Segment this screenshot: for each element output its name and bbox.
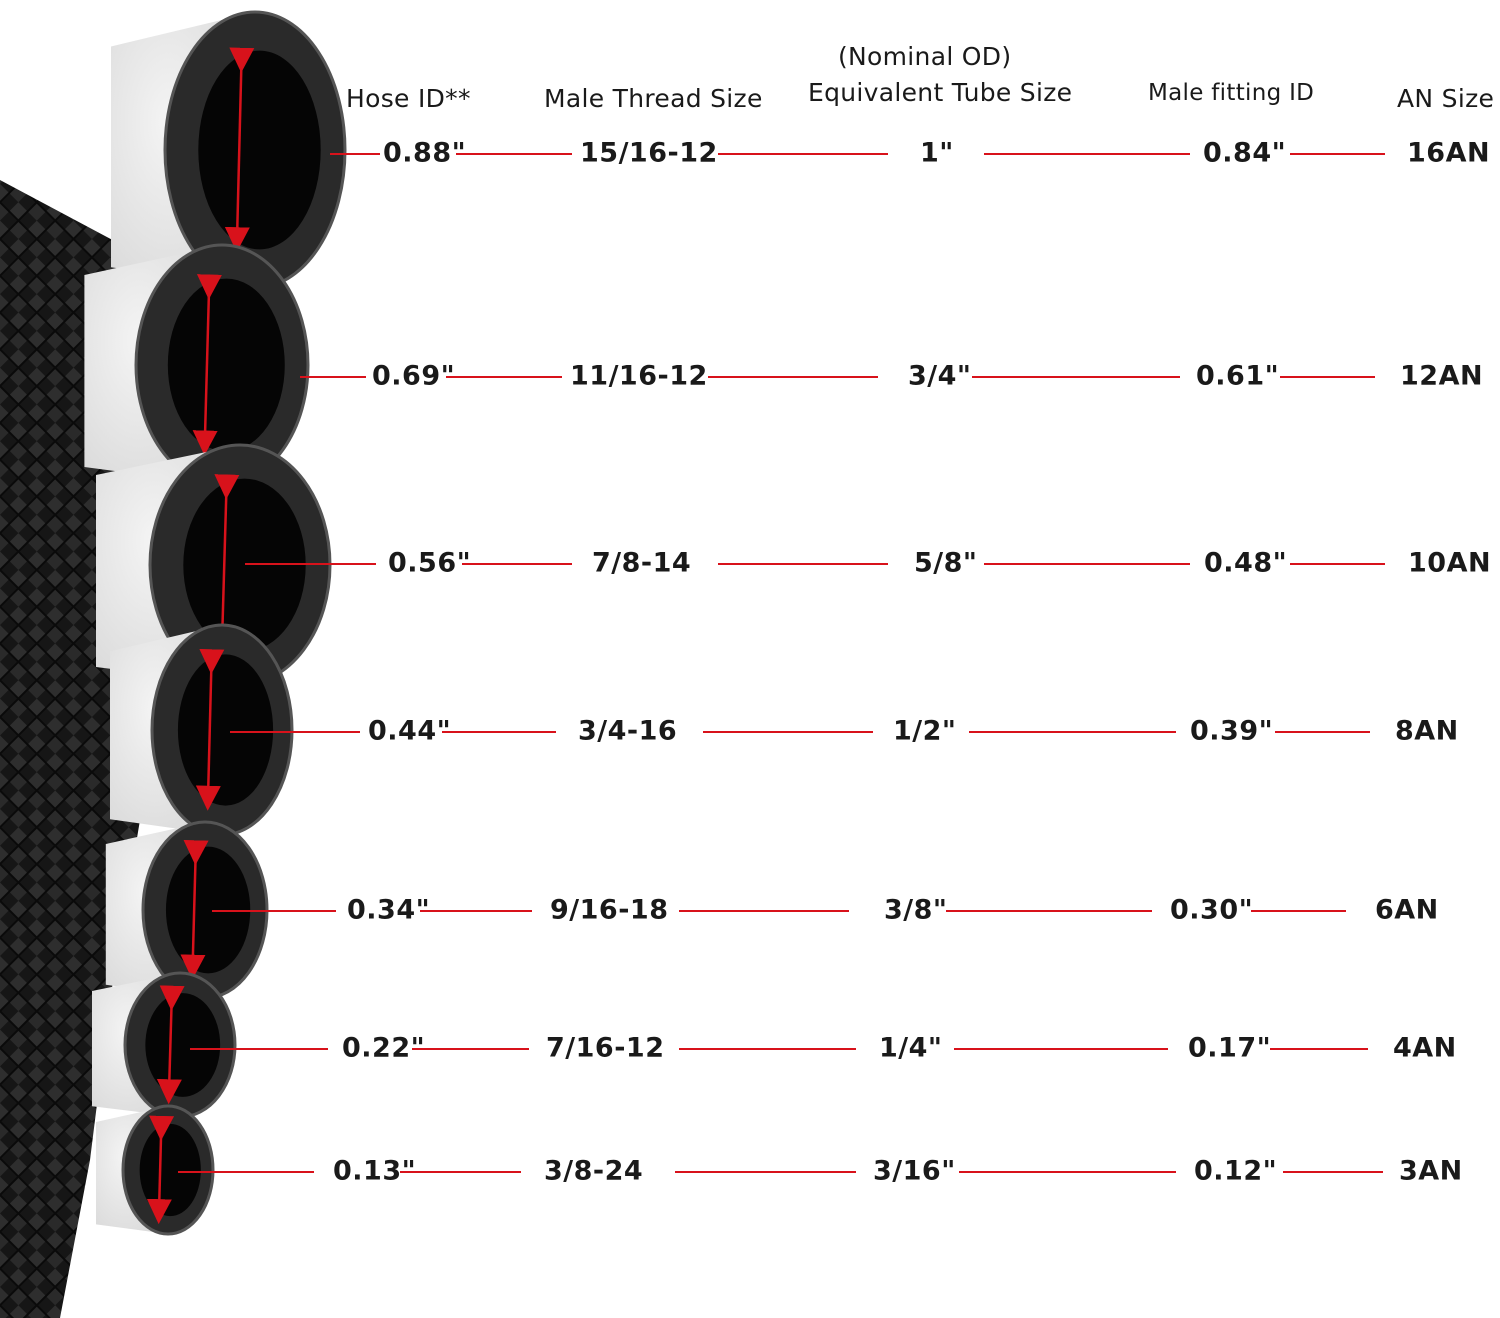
leader-line xyxy=(1290,153,1385,155)
male-thread-value: 7/16-12 xyxy=(546,1032,665,1064)
leader-line xyxy=(984,153,1190,155)
leader-line xyxy=(178,1171,314,1173)
leader-line xyxy=(718,153,888,155)
tube-size-value: 5/8" xyxy=(914,547,978,579)
hose-end xyxy=(105,820,269,1000)
leader-line xyxy=(330,153,380,155)
fitting-id-value: 0.61" xyxy=(1196,360,1280,392)
id-measure-arrow xyxy=(146,1115,175,1225)
leader-line xyxy=(675,1171,856,1173)
fitting-id-value: 0.17" xyxy=(1188,1032,1272,1064)
tube-size-value: 1/4" xyxy=(879,1032,943,1064)
leader-line xyxy=(969,731,1176,733)
hose-bore xyxy=(167,278,285,452)
male-thread-value: 15/16-12 xyxy=(580,137,718,169)
an-size-value: 16AN xyxy=(1407,137,1491,169)
leader-line xyxy=(1270,1048,1368,1050)
leader-line xyxy=(230,731,360,733)
hose-end xyxy=(84,243,310,487)
an-size-value: 6AN xyxy=(1375,894,1439,926)
leader-line xyxy=(1290,563,1385,565)
hose-id-value: 0.56" xyxy=(388,547,472,579)
an-size-value: 3AN xyxy=(1399,1155,1463,1187)
hose-end xyxy=(111,10,347,290)
hose-id-value: 0.44" xyxy=(368,715,452,747)
leader-line xyxy=(946,910,1152,912)
header-nominal-od: (Nominal OD) xyxy=(838,42,1012,71)
header-an-size: AN Size xyxy=(1397,84,1495,113)
tube-size-value: 3/4" xyxy=(908,360,972,392)
leader-line xyxy=(420,910,532,912)
hose-bore xyxy=(198,50,321,250)
leader-line xyxy=(212,910,336,912)
hose-bore xyxy=(145,993,221,1097)
male-thread-value: 11/16-12 xyxy=(570,360,708,392)
tube-size-value: 3/8" xyxy=(884,894,948,926)
male-thread-value: 7/8-14 xyxy=(592,547,692,579)
hose-end xyxy=(92,971,237,1119)
an-size-value: 10AN xyxy=(1408,547,1492,579)
fitting-id-value: 0.48" xyxy=(1204,547,1288,579)
male-thread-value: 3/4-16 xyxy=(578,715,678,747)
leader-line xyxy=(679,1048,856,1050)
leader-line xyxy=(300,376,366,378)
leader-line xyxy=(959,1171,1176,1173)
id-measure-arrow xyxy=(192,274,222,456)
tube-size-value: 1" xyxy=(920,137,954,169)
header-male-fitting-id: Male fitting ID xyxy=(1148,80,1315,106)
an-size-value: 4AN xyxy=(1393,1032,1457,1064)
hose-bore xyxy=(183,478,306,652)
leader-line xyxy=(400,1171,521,1173)
leader-line xyxy=(456,153,572,155)
header-equivalent-tube-size: Equivalent Tube Size xyxy=(808,78,1073,107)
hose-end xyxy=(110,623,294,837)
header-hose-id: Hose ID** xyxy=(346,84,471,113)
leader-line xyxy=(703,731,873,733)
leader-line xyxy=(954,1048,1168,1050)
tube-size-value: 3/16" xyxy=(873,1155,956,1187)
hose-id-value: 0.22" xyxy=(342,1032,426,1064)
hose-cross-section-image xyxy=(0,10,347,1318)
hose-id-value: 0.34" xyxy=(347,894,431,926)
male-thread-value: 9/16-18 xyxy=(550,894,669,926)
leader-line xyxy=(462,563,572,565)
leader-line xyxy=(1280,376,1375,378)
fitting-id-value: 0.84" xyxy=(1203,137,1287,169)
id-measure-arrow xyxy=(156,985,185,1105)
hose-bore xyxy=(139,1123,201,1217)
leader-line xyxy=(984,563,1190,565)
an-size-value: 12AN xyxy=(1400,360,1484,392)
header-male-thread-size: Male Thread Size xyxy=(544,84,763,113)
tube-size-value: 1/2" xyxy=(893,715,957,747)
hose-end xyxy=(96,1104,215,1236)
id-measure-arrow xyxy=(195,648,225,811)
leader-line xyxy=(972,376,1180,378)
id-measure-arrow xyxy=(180,839,209,980)
id-measure-arrow xyxy=(224,47,255,253)
hose-id-value: 0.13" xyxy=(333,1155,417,1187)
leader-line xyxy=(718,563,888,565)
hose-end xyxy=(96,443,332,687)
hose-id-value: 0.88" xyxy=(383,137,467,169)
leader-line xyxy=(1251,910,1346,912)
leader-line xyxy=(679,910,849,912)
fitting-id-value: 0.12" xyxy=(1194,1155,1278,1187)
leader-line xyxy=(1275,731,1370,733)
fitting-id-value: 0.30" xyxy=(1170,894,1254,926)
leader-line xyxy=(1283,1171,1383,1173)
hose-bore xyxy=(177,654,274,806)
id-measure-arrow xyxy=(209,474,240,656)
fitting-id-value: 0.39" xyxy=(1190,715,1274,747)
male-thread-value: 3/8-24 xyxy=(544,1155,644,1187)
leader-line xyxy=(245,563,376,565)
leader-line xyxy=(446,376,562,378)
leader-line xyxy=(190,1048,328,1050)
leader-line xyxy=(412,1048,529,1050)
hose-group xyxy=(0,10,347,1318)
leader-line xyxy=(708,376,878,378)
leader-line xyxy=(442,731,556,733)
an-size-value: 8AN xyxy=(1395,715,1459,747)
hose-id-value: 0.69" xyxy=(372,360,456,392)
